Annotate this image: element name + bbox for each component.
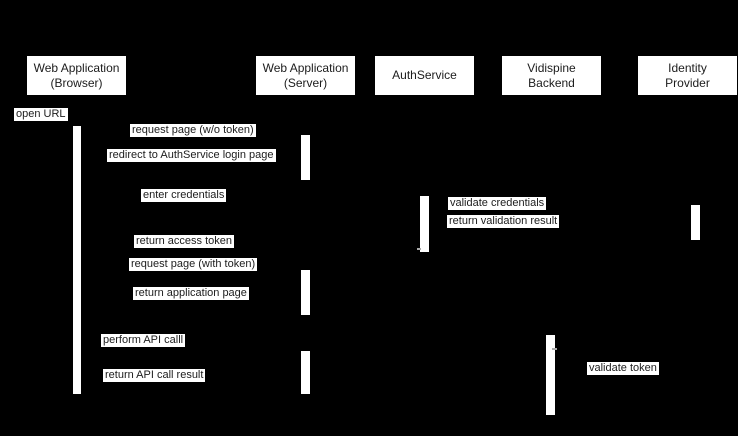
msg-validate-credentials: validate credentials	[448, 197, 547, 210]
actor-box-vidispine-backend: Vidispine Backend	[502, 56, 601, 95]
msg-redirect-authservice-login: redirect to AuthService login page	[107, 149, 276, 162]
msg-validate-token: validate token	[587, 362, 659, 375]
msg-return-application-page: return application page	[133, 287, 249, 300]
msg-return-api-call-result: return API call result	[103, 369, 206, 382]
actor-box-web-application-browser: Web Application (Browser)	[27, 56, 126, 95]
msg-request-page-wo-token: request page (w/o token)	[130, 124, 256, 137]
msg-open-url: open URL	[14, 108, 68, 121]
identity-provider-activation	[691, 205, 700, 240]
msg-perform-api-call: perform API calll	[101, 334, 186, 347]
server-activation-1	[301, 135, 310, 180]
actor-box-authservice: AuthService	[375, 56, 474, 95]
actor-box-identity-provider: Identity Provider	[638, 56, 737, 95]
msg-request-page-with-token: request page (with token)	[129, 258, 258, 271]
browser-activation	[73, 126, 81, 394]
actor-box-web-application-server: Web Application (Server)	[256, 56, 355, 95]
server-activation-3	[301, 351, 310, 394]
server-activation-2	[301, 270, 310, 315]
vidispine-activation	[546, 335, 555, 415]
arrowhead-remnant-vidispine	[552, 348, 557, 350]
authservice-activation	[420, 196, 429, 252]
msg-return-validation-result: return validation result	[447, 215, 560, 228]
msg-enter-credentials: enter credentials	[141, 189, 227, 202]
arrowhead-remnant-authservice	[417, 248, 421, 250]
msg-return-access-token: return access token	[134, 235, 234, 248]
